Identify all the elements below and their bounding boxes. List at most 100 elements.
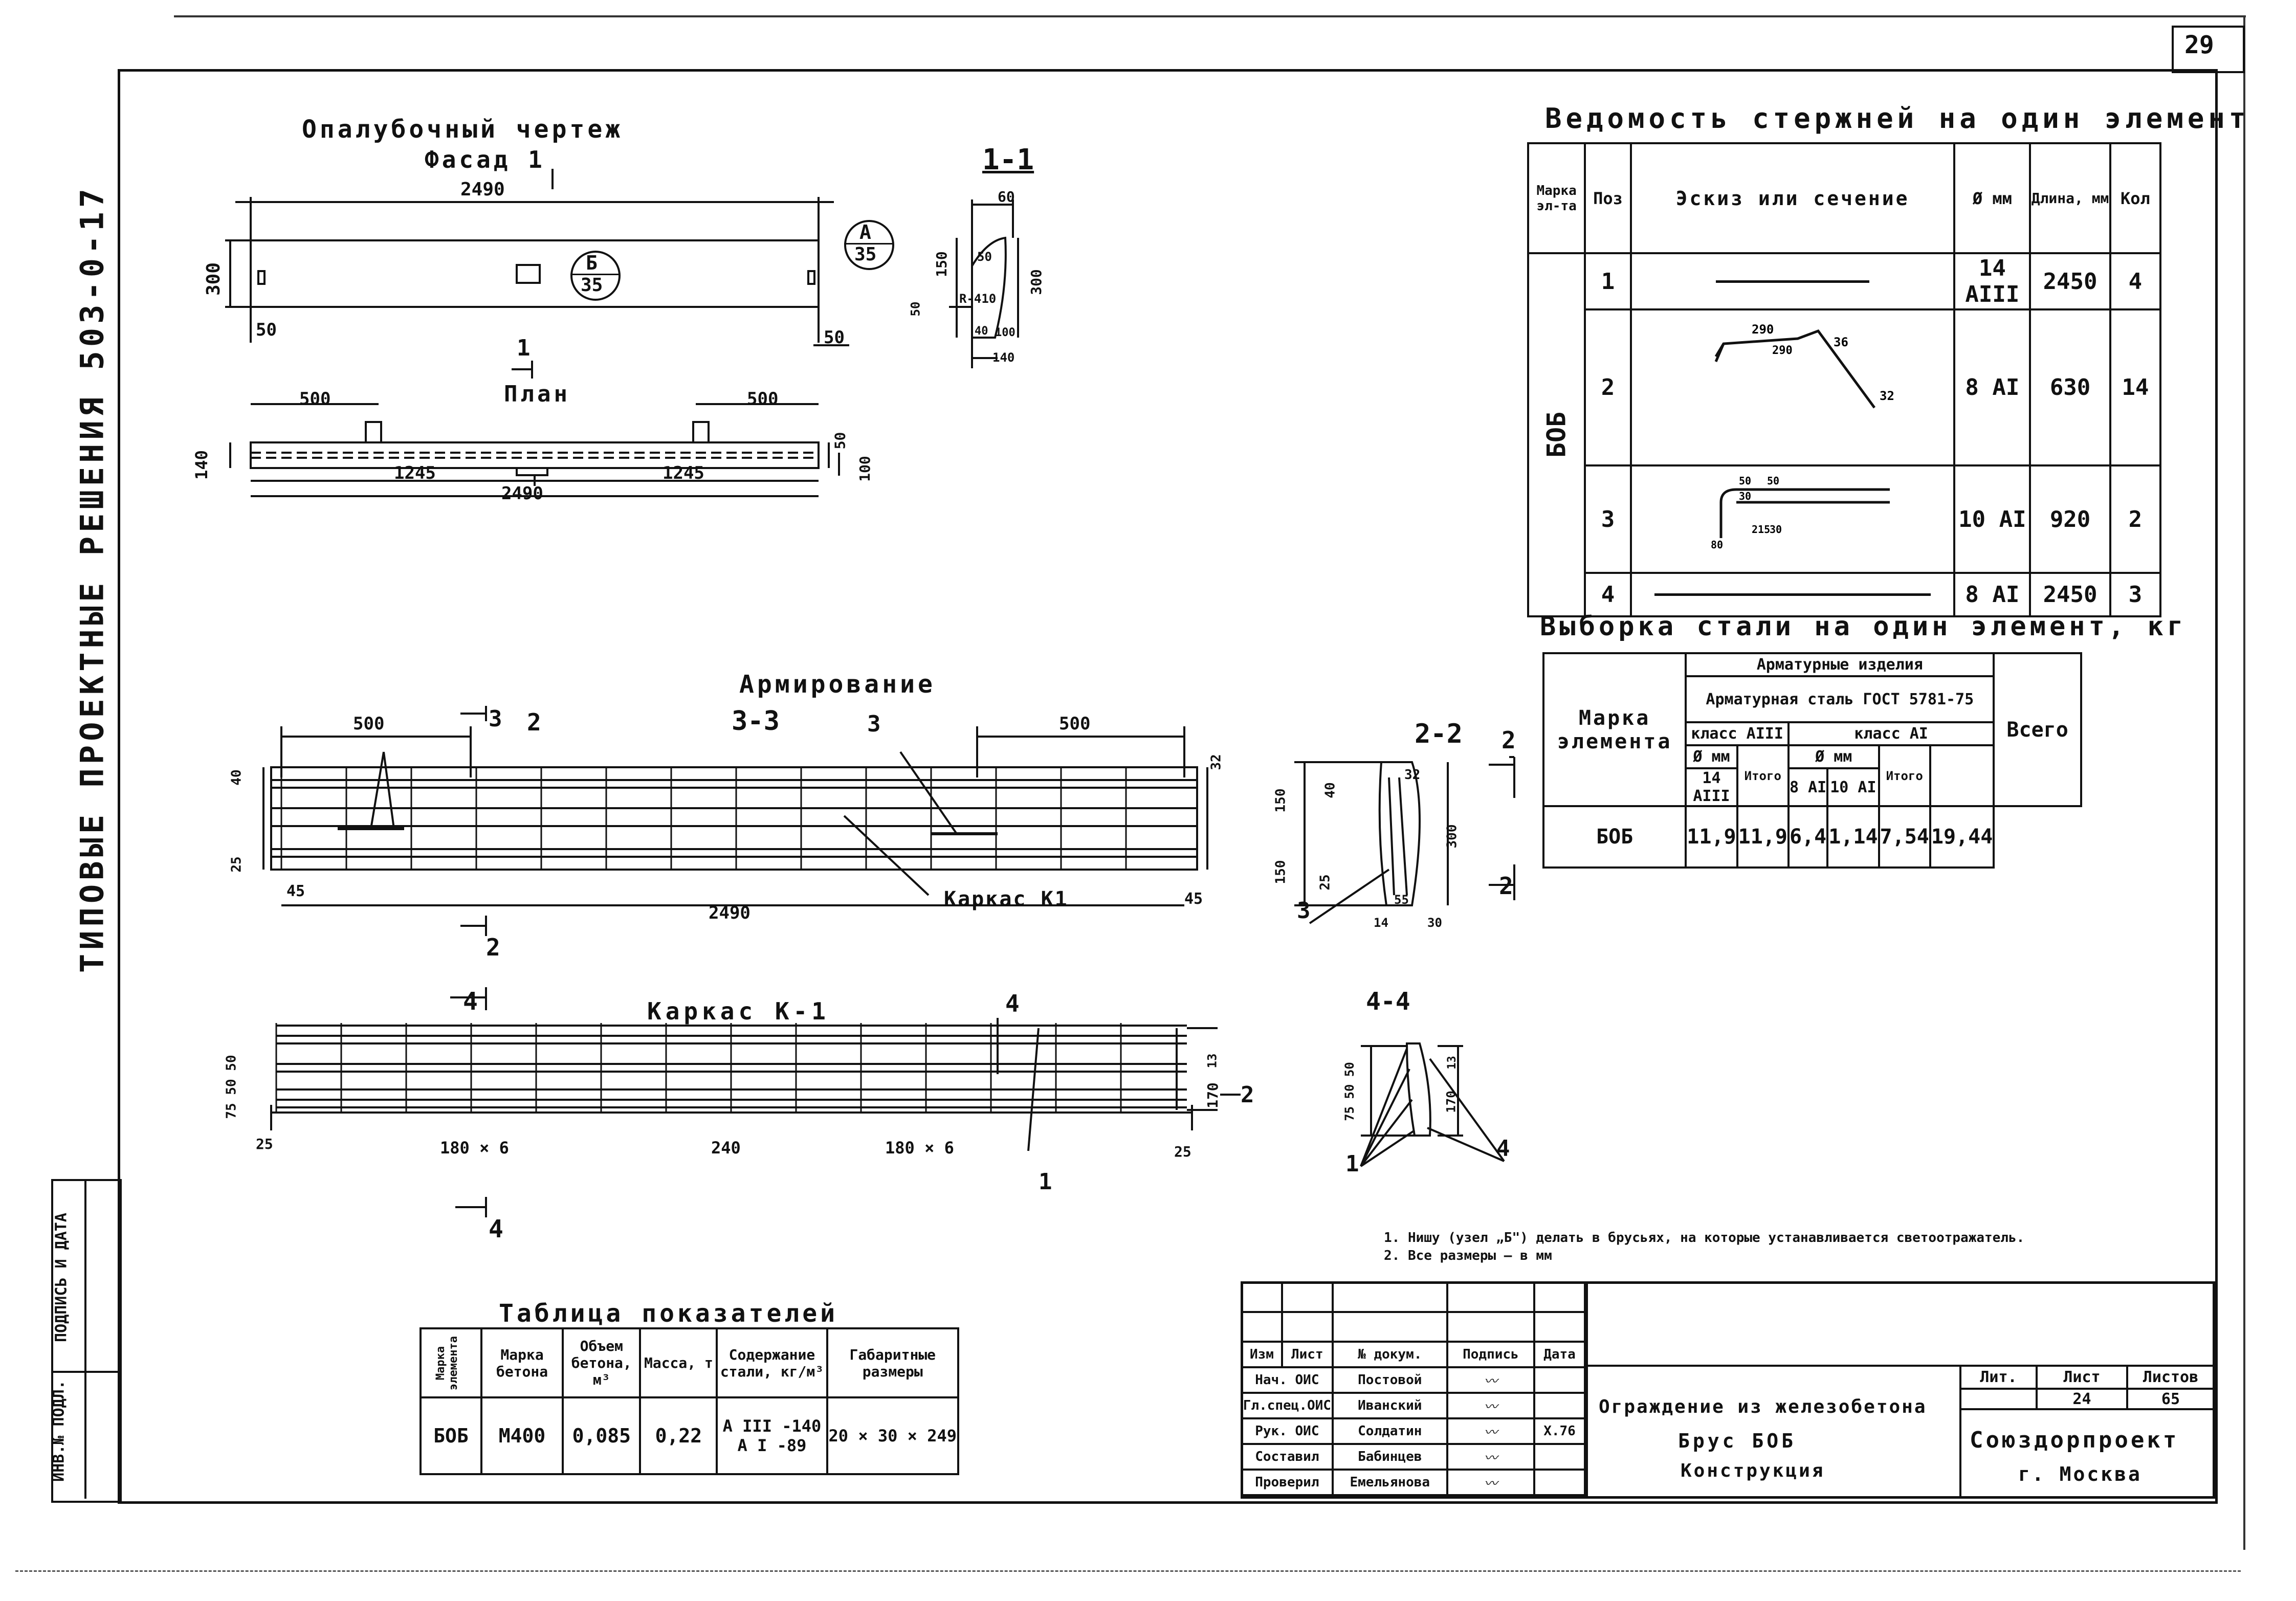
s22-dim-i: 30	[1427, 916, 1442, 930]
ind-row-size: 20 × 30 × 249	[826, 1396, 960, 1475]
plan-half-left: 1245	[394, 463, 436, 483]
reinforcement-title: Армирование	[739, 670, 936, 699]
steel-h-steel: Арматурная сталь ГОСТ 5781-75	[1685, 675, 1995, 723]
p3-dim-b: 30	[1739, 490, 1751, 502]
reinforcement-drawing	[262, 706, 1208, 936]
ind-row-volume: 0,085	[562, 1396, 642, 1475]
ind-h-mass: Масса, т	[639, 1327, 718, 1398]
facade-end-dim-left: 50	[256, 320, 277, 340]
callout-a-sheet: 35	[854, 244, 877, 265]
s1-h1-dim: 150	[933, 251, 950, 277]
reinforcement-stirrups	[280, 767, 1127, 870]
s22-dim-h: 14	[1374, 916, 1388, 930]
signature-1: 〰	[1484, 1399, 1497, 1415]
tb-name-4: Емельянова	[1331, 1469, 1448, 1496]
rebar-h-qty: Кол	[2109, 142, 2162, 254]
frame-k1-title: Каркас К-1	[647, 997, 830, 1025]
ind-h-mark: Марка элемента	[420, 1327, 482, 1398]
rebar-dia-4: 8 АI	[1953, 572, 2032, 617]
rebar-length-3: 920	[2029, 464, 2111, 574]
steel-row-v10: 1,14	[1826, 805, 1880, 869]
title-block-signatures: Изм Лист № докум. Подпись Дата Нач. ОИС …	[1241, 1281, 1586, 1496]
rebar-length-2: 630	[2029, 308, 2111, 466]
ind-h-concrete: Марка бетона	[480, 1327, 564, 1398]
reinf-cut-bottom: 2	[486, 933, 500, 961]
section-4-4-drawing	[1360, 1042, 1505, 1167]
rebar-h-sketch: Эскиз или сечение	[1629, 142, 1956, 254]
tb-name-0: Постовой	[1331, 1366, 1448, 1394]
s22-dim-c: 150	[1273, 788, 1289, 813]
tb-org: Союздорпроект	[1970, 1427, 2179, 1453]
reinforcement-section: 3-3	[732, 706, 780, 737]
tb-role-1: Гл.спец.ОИС	[1241, 1392, 1334, 1419]
indicators-table: Марка элемента Марка бетона Объем бетона…	[420, 1327, 960, 1475]
formwork-drawing	[225, 169, 849, 497]
tb-role-3: Составил	[1241, 1443, 1334, 1471]
rebar-qty-3: 2	[2109, 464, 2162, 574]
reinf-dim-bot: 25	[229, 856, 245, 873]
rebar-pos-3: 3	[1584, 464, 1632, 574]
tb-desc-2: Конструкция	[1681, 1460, 1825, 1481]
callout-a	[844, 220, 894, 270]
p3-dim-a: 50	[1739, 475, 1751, 487]
rebar-sketch-3: 50 30 80 215 30 50	[1629, 464, 1956, 574]
callout-a-divider	[844, 243, 892, 244]
plan-offset-right: 500	[747, 389, 779, 409]
rebar-sketch-1-line	[1716, 280, 1870, 283]
tb-hline	[1586, 1365, 2215, 1367]
k1-dim-v: 75 50 50	[224, 1055, 239, 1119]
rebar-qty-4: 3	[2109, 572, 2162, 617]
side-stamp-divider	[84, 1179, 86, 1499]
p3-dim-f: 50	[1767, 475, 1779, 487]
s1-h2-dim: 300	[1027, 269, 1045, 295]
rebar-sketch-3-svg: 50 30 80 215 30 50	[1711, 475, 1890, 551]
rebar-pos-2: 2	[1584, 308, 1632, 466]
tb-name-1: Иванский	[1331, 1392, 1448, 1419]
steel-h-itogo1: Итого	[1878, 744, 1931, 807]
steel-row-mark: БОБ	[1542, 805, 1687, 869]
callout-b-sheet: 35	[581, 275, 603, 296]
side-stamp-sign: ПОДПИСЬ И ДАТА	[52, 1213, 71, 1342]
bottom-border-line	[15, 1570, 2241, 1572]
callout-a-letter: А	[859, 221, 871, 243]
signature-0: 〰	[1484, 1373, 1497, 1389]
s22-dim-a: 40	[1322, 782, 1338, 798]
p2-dim-a: 290	[1752, 322, 1774, 337]
tb-role-4: Проверил	[1241, 1469, 1334, 1496]
rebar-h-mark: Марка эл-та	[1527, 142, 1586, 254]
steel-row-i3: 11,9	[1736, 805, 1790, 869]
tb-sign-1: 〰	[1446, 1392, 1536, 1419]
tb-col-doc: № докум.	[1331, 1341, 1448, 1368]
reinf-dim-edge: 32	[1208, 754, 1224, 770]
s22-pos: 3	[1297, 898, 1311, 924]
reinf-cut-top: 2	[527, 708, 541, 736]
section-2-2-drawing	[1294, 756, 1515, 924]
s44-pos4: 4	[1496, 1136, 1510, 1162]
reinf-dim-end-right: 45	[1184, 890, 1203, 908]
steel-h-itogo3: Итого	[1736, 744, 1790, 807]
callout-b-divider	[570, 274, 619, 275]
rebar-sketch-2-svg: 290 290 36 32	[1714, 322, 1894, 409]
tb-desc-1: Брус БОБ	[1678, 1430, 1797, 1452]
sheet-corner-number: 29	[2184, 31, 2214, 59]
p2-dim-d: 32	[1880, 389, 1894, 403]
s22-cut-top: 2	[1502, 726, 1516, 754]
tb-col-list: Лист	[1281, 1341, 1334, 1368]
plan-title: План	[504, 381, 570, 407]
steel-sample-title: Выборка стали на один элемент, кг	[1540, 611, 2187, 642]
tb-role-2: Рук. ОИС	[1241, 1417, 1334, 1445]
steel-h-total: Всего	[1993, 652, 2082, 807]
frame-k1-stirrups	[275, 1023, 1122, 1113]
reinf-dim-top: 40	[229, 769, 245, 786]
rebar-qty-2: 14	[2109, 308, 2162, 466]
s44-dim-b: 170	[1444, 1091, 1459, 1113]
tb-right-divider	[1959, 1365, 1961, 1499]
ind-h-steel: Содержание стали, кг/м³	[716, 1327, 828, 1398]
callout-b-letter: Б	[586, 252, 598, 274]
rebar-sketch-1	[1629, 252, 1956, 310]
reinf-dim-end-left: 45	[286, 882, 305, 900]
k1-cut-bottom: 4	[489, 1215, 503, 1243]
steel-h-class3: класс АIII	[1685, 721, 1790, 746]
s1-top-dim: 60	[998, 188, 1015, 205]
ind-h-mark-text: Марка элемента	[434, 1336, 460, 1390]
